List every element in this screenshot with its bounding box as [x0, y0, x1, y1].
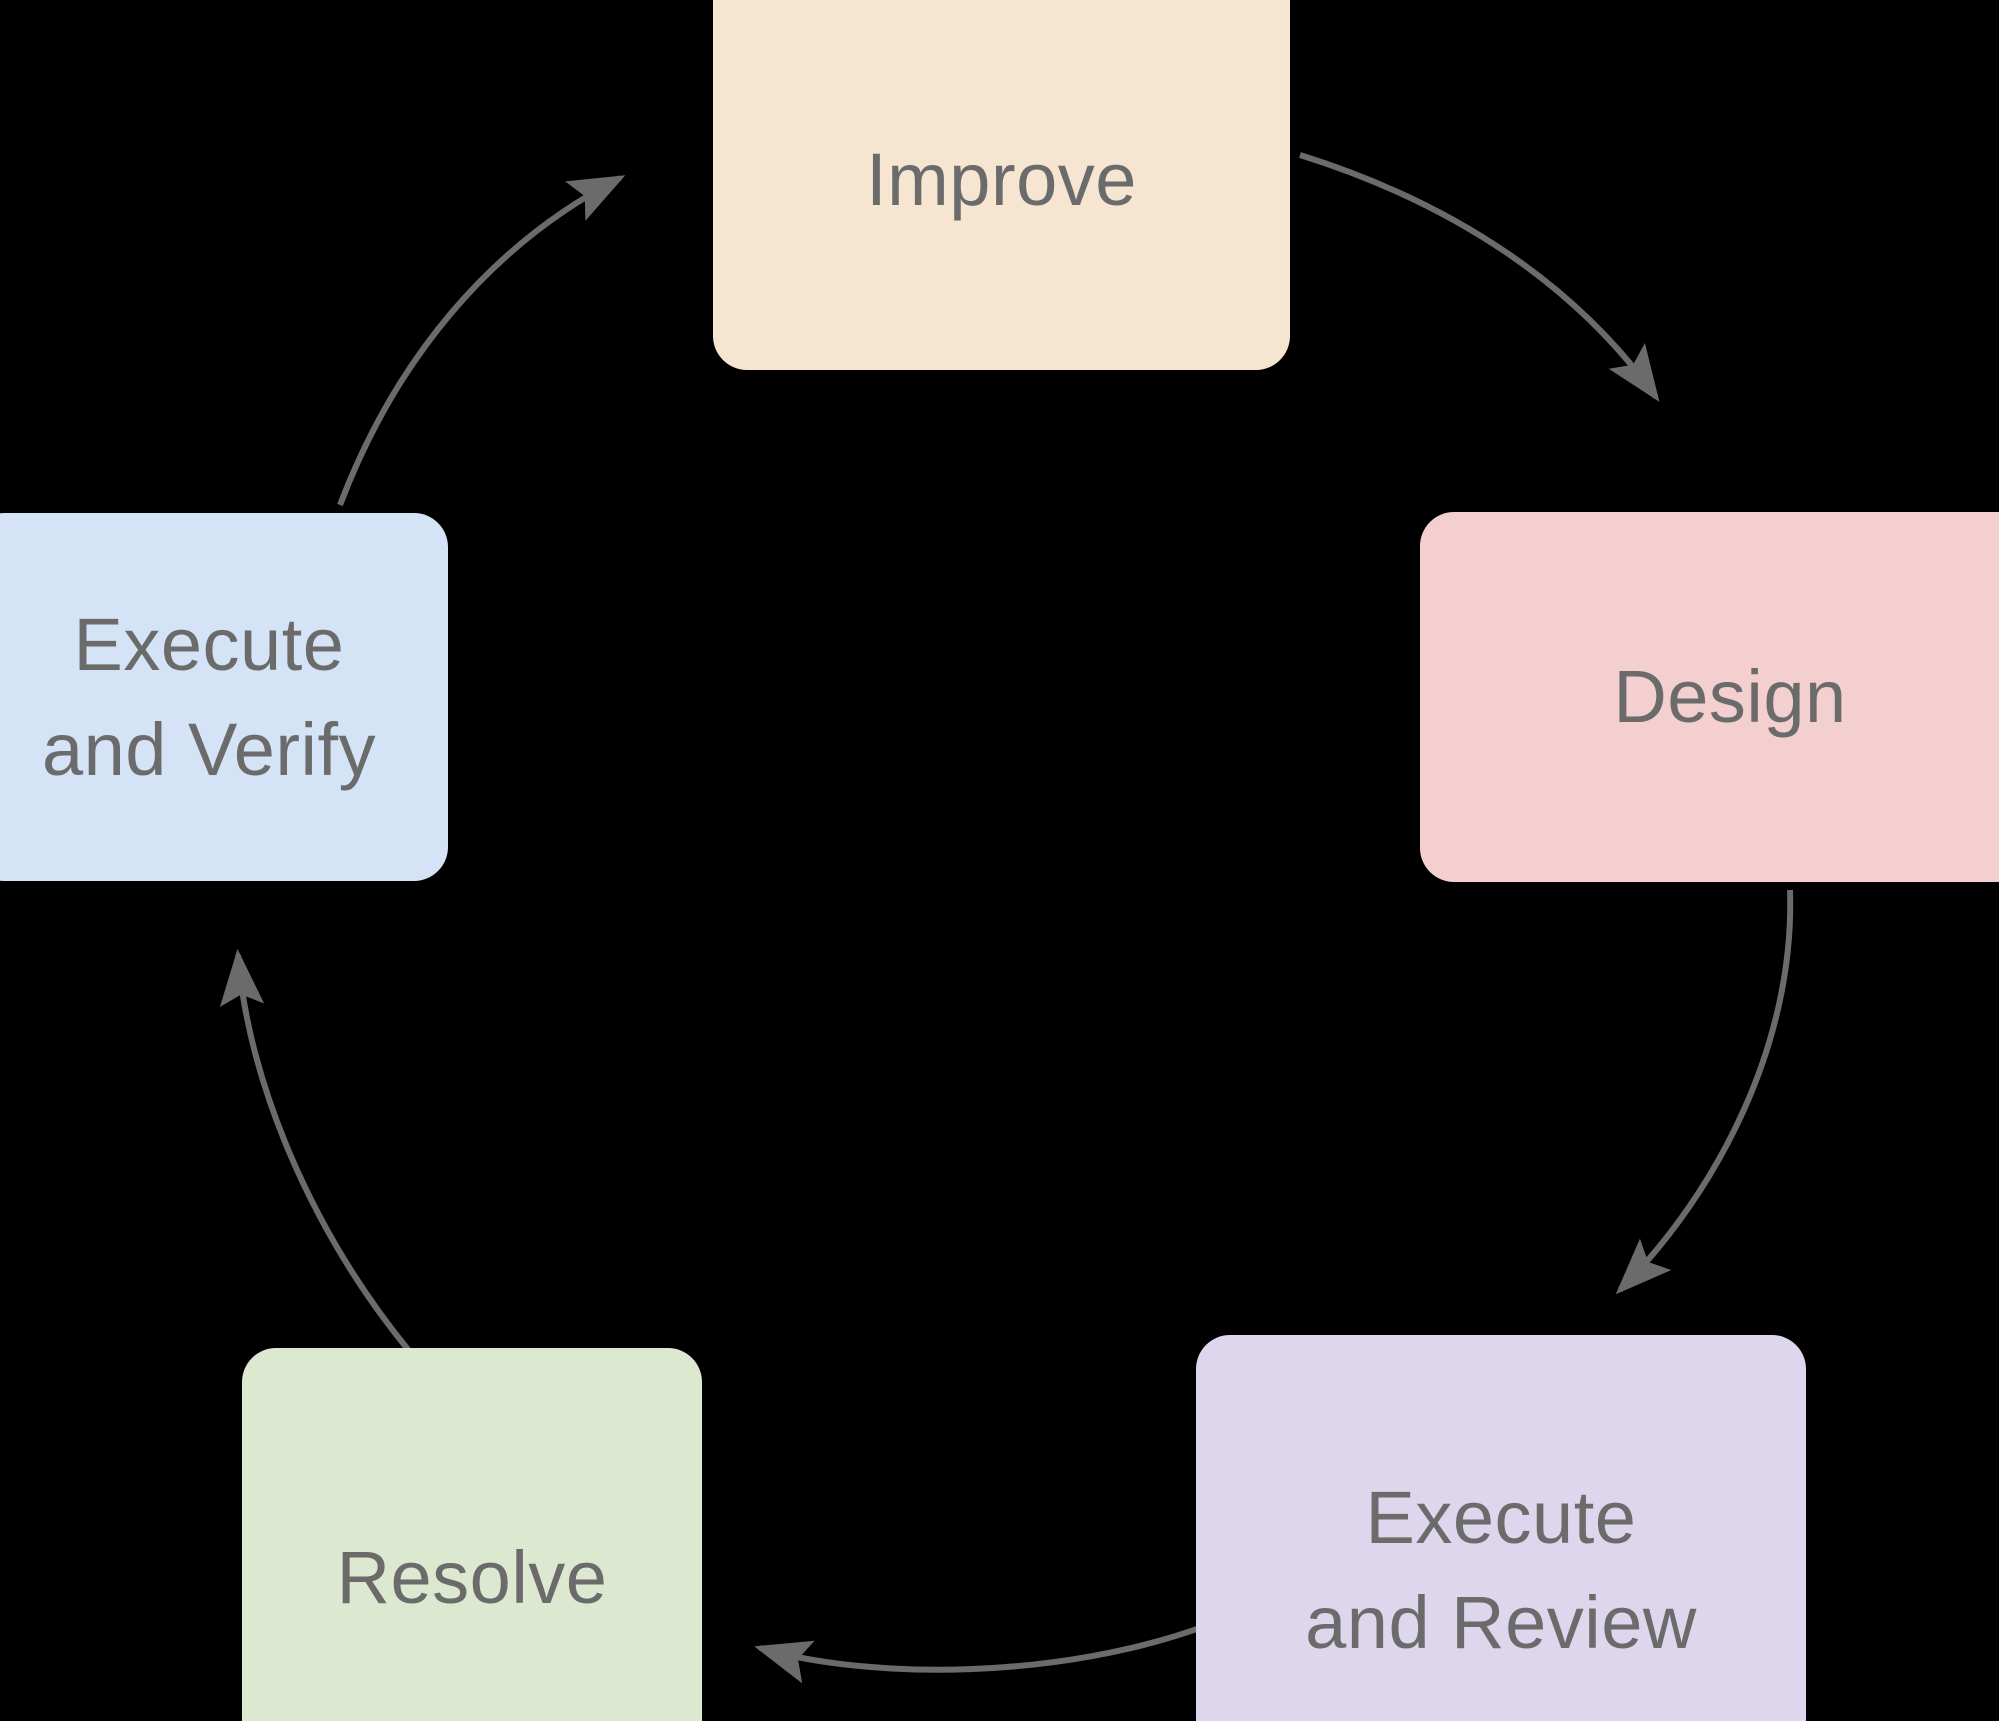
- node-execute-verify[interactable]: Execute and Verify: [0, 513, 448, 881]
- edge-improve-to-design: [1299, 152, 1660, 402]
- node-improve[interactable]: Improve: [713, 0, 1290, 370]
- node-resolve[interactable]: Resolve: [242, 1348, 702, 1721]
- node-improve-label: Improve: [866, 138, 1137, 222]
- node-execute-review-label: Execute and Review: [1305, 1475, 1697, 1664]
- node-execute-verify-label: Execute and Verify: [41, 602, 377, 791]
- node-resolve-label: Resolve: [336, 1536, 608, 1620]
- node-design-label: Design: [1613, 655, 1847, 739]
- edge-execute-review-to-resolve: [754, 1622, 1210, 1684]
- edge-execute-verify-to-improve: [337, 175, 626, 507]
- node-execute-review[interactable]: Execute and Review: [1196, 1335, 1806, 1721]
- edge-resolve-to-execute-verify: [219, 949, 413, 1354]
- edge-design-to-execute-review: [1615, 889, 1794, 1295]
- node-design[interactable]: Design: [1420, 512, 1999, 882]
